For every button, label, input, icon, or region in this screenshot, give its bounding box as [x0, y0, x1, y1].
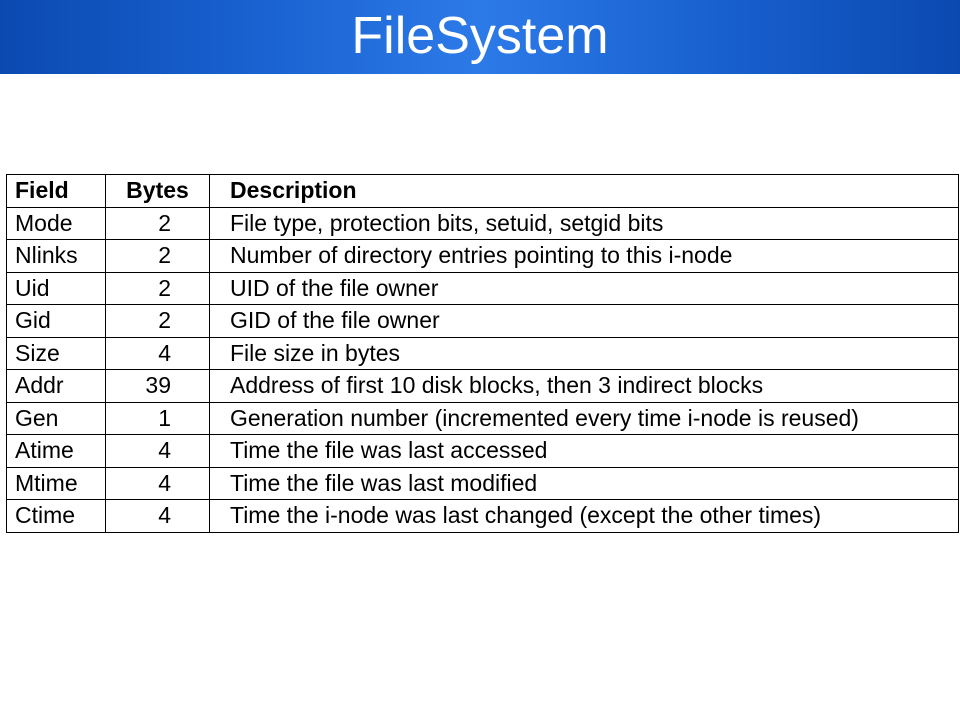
description-cell: File size in bytes	[209, 336, 959, 370]
field-cell: Mode	[6, 206, 106, 240]
table-row: Gid 2 GID of the file owner	[6, 304, 959, 338]
description-cell: UID of the file owner	[209, 271, 959, 305]
page-title: FileSystem	[351, 7, 609, 65]
field-cell: Ctime	[6, 499, 106, 533]
table-row: Atime 4 Time the file was last accessed	[6, 434, 959, 468]
table-header-row: Field Bytes Description	[6, 174, 959, 208]
bytes-cell: 4	[105, 466, 210, 500]
table-row: Ctime 4 Time the i-node was last changed…	[6, 499, 959, 533]
description-cell: Time the i-node was last changed (except…	[209, 499, 959, 533]
description-cell: Address of first 10 disk blocks, then 3 …	[209, 369, 959, 403]
description-cell: Time the file was last modified	[209, 466, 959, 500]
field-cell: Atime	[6, 434, 106, 468]
table-row: Nlinks 2 Number of directory entries poi…	[6, 239, 959, 273]
bytes-cell: 4	[105, 336, 210, 370]
description-cell: Generation number (incremented every tim…	[209, 401, 959, 435]
bytes-cell: 39	[105, 369, 210, 403]
header-bytes: Bytes	[105, 174, 210, 208]
description-cell: GID of the file owner	[209, 304, 959, 338]
bytes-cell: 2	[105, 206, 210, 240]
field-cell: Mtime	[6, 466, 106, 500]
table-row: Gen 1 Generation number (incremented eve…	[6, 401, 959, 435]
field-cell: Size	[6, 336, 106, 370]
header-description: Description	[209, 174, 959, 208]
bytes-cell: 4	[105, 434, 210, 468]
description-cell: File type, protection bits, setuid, setg…	[209, 206, 959, 240]
field-cell: Uid	[6, 271, 106, 305]
table-row: Addr 39 Address of first 10 disk blocks,…	[6, 369, 959, 403]
table-row: Mode 2 File type, protection bits, setui…	[6, 206, 959, 240]
bytes-cell: 2	[105, 271, 210, 305]
table-row: Mtime 4 Time the file was last modified	[6, 466, 959, 500]
bytes-cell: 1	[105, 401, 210, 435]
bytes-cell: 4	[105, 499, 210, 533]
field-cell: Gid	[6, 304, 106, 338]
bytes-cell: 2	[105, 239, 210, 273]
title-bar: FileSystem	[0, 0, 960, 74]
field-cell: Gen	[6, 401, 106, 435]
description-cell: Number of directory entries pointing to …	[209, 239, 959, 273]
table-row: Uid 2 UID of the file owner	[6, 271, 959, 305]
field-cell: Nlinks	[6, 239, 106, 273]
bytes-cell: 2	[105, 304, 210, 338]
inode-fields-table: Field Bytes Description Mode 2 File type…	[6, 174, 959, 533]
description-cell: Time the file was last accessed	[209, 434, 959, 468]
table-row: Size 4 File size in bytes	[6, 336, 959, 370]
header-field: Field	[6, 174, 106, 208]
field-cell: Addr	[6, 369, 106, 403]
